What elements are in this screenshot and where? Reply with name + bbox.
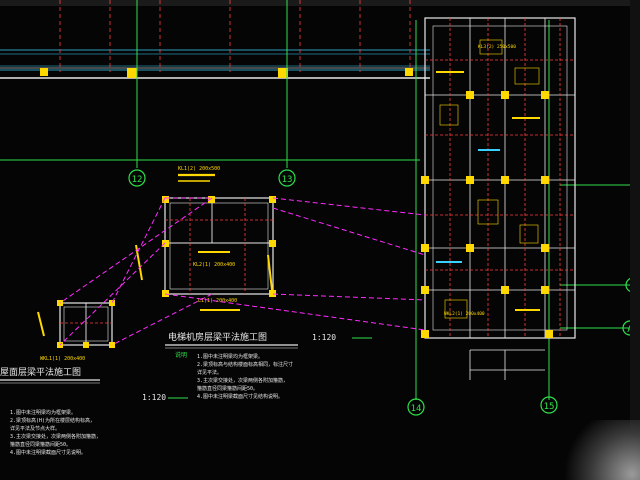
- notes-heading: 说明: [175, 351, 187, 359]
- beam-label: WKL1(1) 200x400: [40, 356, 85, 362]
- beam-label: WKL2(1) 200x400: [444, 311, 485, 317]
- monitor-bezel-top: [0, 0, 640, 6]
- axis-bubble-13: 13: [278, 169, 296, 187]
- svg-text:12: 12: [132, 175, 143, 185]
- note-line: 箍筋直径同梁箍筋间距50。: [197, 385, 258, 392]
- roof-plan: WKL1(1) 200x400: [37, 300, 115, 362]
- svg-text:14: 14: [411, 404, 422, 414]
- note-line: 4.图中未注明梁截面尺寸见结构说明。: [197, 393, 283, 400]
- axis-bubble-14: 14: [407, 398, 425, 416]
- callout-lines: [59, 197, 426, 346]
- note-line: 详见平法。: [197, 369, 222, 376]
- beam-label: L1(1) 200x400: [198, 298, 237, 304]
- note-line: 2.梁顶标高(H)为所在楼层结构标高，: [10, 417, 95, 424]
- svg-text:15: 15: [544, 402, 555, 412]
- beam-label: KL3(2) 250x500: [478, 44, 516, 50]
- note-line: 4.图中未注明梁截面尺寸见说明。: [10, 449, 86, 456]
- elevator-title-block: 电梯机房层梁平法施工图 1:120 说明 1.图中未注明梁均为框架梁。 2.梁顶…: [165, 331, 372, 400]
- axis-bubble-12: 12: [128, 169, 146, 187]
- axis-bubble-15: 15: [540, 396, 558, 414]
- elevator-plan-title: 电梯机房层梁平法施工图: [168, 331, 267, 343]
- roof-plan-title: 屋面层梁平法施工图: [0, 366, 81, 378]
- note-line: 3.主次梁交接处，次梁两侧各附加箍筋，: [197, 377, 288, 384]
- note-line: 箍筋直径同梁箍筋间距50。: [10, 441, 71, 448]
- floor-beam-plan: [421, 17, 576, 380]
- elevator-room-plan: KL1(2) 200x500 KL2(1) 200x400 L1(1) 200x…: [135, 166, 276, 311]
- note-line: 1.图中未注明梁均为框架梁。: [197, 353, 263, 360]
- note-line: 2.梁顶标高与结构楼面标高相同，标注尺寸: [197, 361, 293, 368]
- note-line: 1.图中未注明梁均为框架梁。: [10, 409, 76, 416]
- svg-text:13: 13: [282, 175, 293, 185]
- elevator-plan-scale: 1:120: [312, 333, 336, 342]
- upper-column-strip: [0, 0, 430, 78]
- note-line: 详见平法及节点大样。: [10, 425, 60, 432]
- screen-glare: [560, 420, 640, 480]
- beam-label: KL1(2) 200x500: [178, 166, 220, 172]
- roof-title-block: 屋面层梁平法施工图 1:120 1.图中未注明梁均为框架梁。 2.梁顶标高(H)…: [0, 366, 188, 456]
- monitor-bezel-right: [630, 0, 640, 480]
- roof-plan-scale: 1:120: [142, 393, 166, 402]
- beam-label: KL2(1) 200x400: [193, 262, 235, 268]
- note-line: 3.主次梁交接处，次梁两侧各附加箍筋，: [10, 433, 101, 440]
